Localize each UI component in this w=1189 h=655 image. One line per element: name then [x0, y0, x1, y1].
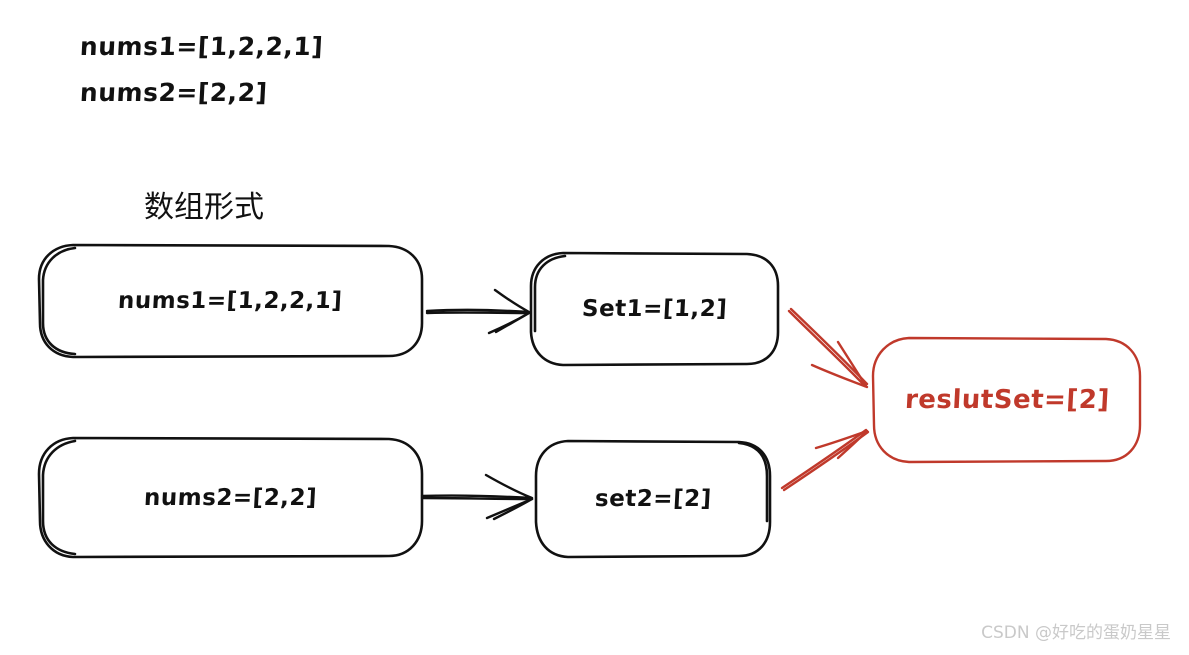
- node-nums1-outline: [37, 243, 424, 359]
- arrow-nums1-to-set1: [425, 288, 531, 335]
- node-nums2-outline: [37, 436, 424, 559]
- array-form-label: 数组形式: [144, 190, 264, 225]
- arrow-set2-to-result: [780, 428, 870, 492]
- node-set2-label: set2=[2]: [594, 486, 712, 512]
- node-set1[interactable]: Set1=[1,2]: [529, 251, 780, 367]
- csdn-watermark: CSDN @好吃的蛋奶星星: [981, 623, 1171, 643]
- node-result[interactable]: reslutSet=[2]: [871, 336, 1143, 464]
- node-set1-label: Set1=[1,2]: [581, 296, 728, 322]
- node-nums2[interactable]: nums2=[2,2]: [37, 436, 424, 559]
- node-nums2-label: nums2=[2,2]: [143, 484, 318, 511]
- node-nums1[interactable]: nums1=[1,2,2,1]: [37, 243, 424, 359]
- node-set2[interactable]: set2=[2]: [534, 439, 772, 559]
- arrow-nums2-to-set2: [420, 473, 534, 521]
- node-result-outline: [871, 336, 1142, 464]
- node-result-label: reslutSet=[2]: [903, 385, 1111, 415]
- node-set2-outline: [534, 439, 772, 559]
- node-nums1-label: nums1=[1,2,2,1]: [117, 288, 344, 314]
- node-set1-outline: [529, 251, 780, 367]
- arrow-set1-to-result: [787, 307, 869, 389]
